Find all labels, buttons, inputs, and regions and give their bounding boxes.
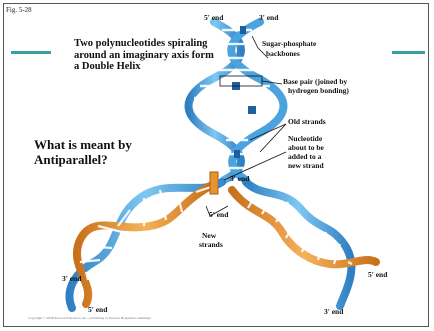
label-right-3-end: 3' end [324, 308, 343, 317]
label-top-5-end: 5' end [204, 14, 223, 23]
label-hydrogen-bonding: hydrogen bonding) [288, 87, 349, 96]
label-right-5-end: 5' end [368, 271, 387, 280]
label-sugar-phosphate: Sugar-phosphate [262, 40, 316, 49]
headline: Two polynucleotides spiraling around an … [74, 38, 214, 73]
label-backbones: backbones [266, 50, 300, 59]
label-strands: strands [199, 241, 223, 250]
right-daughter-helix [232, 182, 376, 306]
label-nucleotide-4: new strand [288, 162, 324, 171]
question-text: What is meant by Antiparallel? [34, 137, 164, 167]
label-left-3-end: 3' end [62, 275, 81, 284]
label-left-5-end: 5' end [88, 306, 107, 315]
label-top-3-end: 3' end [259, 14, 278, 23]
copyright-notice: Copyright © 2008 Pearson Education, Inc.… [28, 316, 151, 320]
label-mid-5-end: 5' end [209, 211, 228, 220]
label-old-strands: Old strands [288, 118, 326, 127]
free-nucleotide [210, 172, 224, 194]
label-mid-3-end: 3' end [230, 175, 249, 184]
